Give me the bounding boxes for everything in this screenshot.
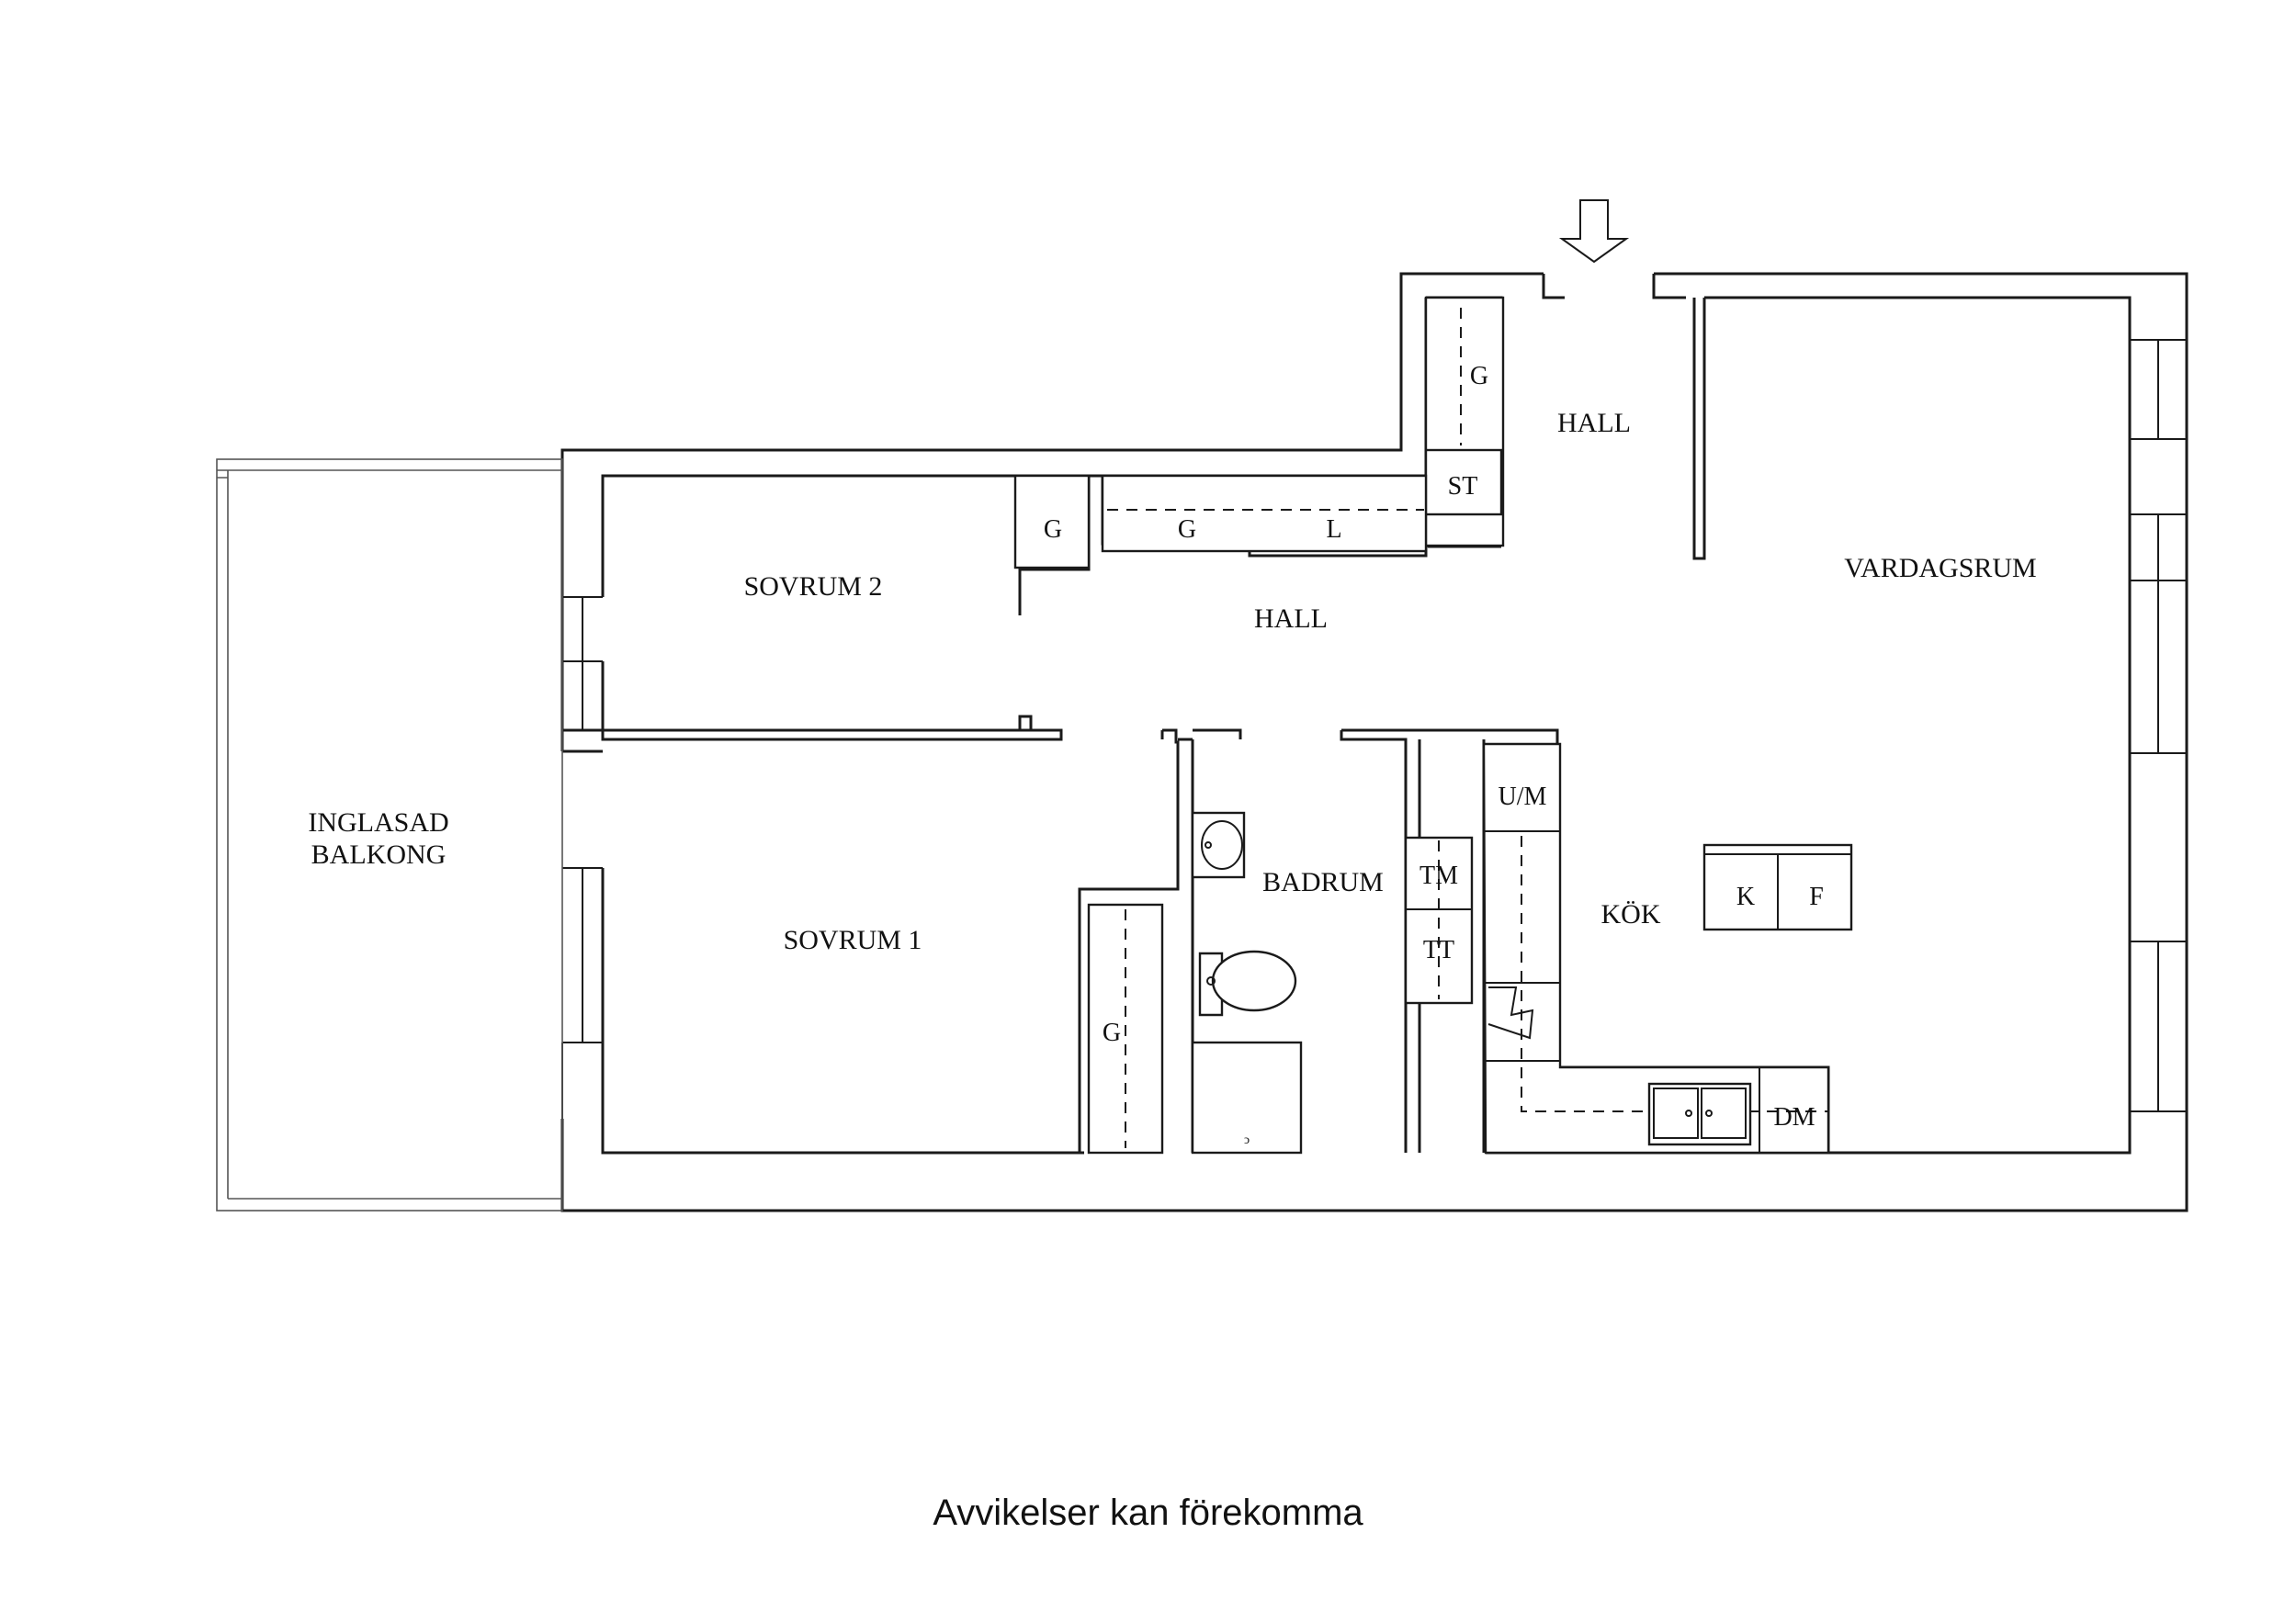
- outer-walls: [560, 272, 2189, 1212]
- entrance-arrow-icon: [1558, 199, 1630, 264]
- fixture-label-washer: TM: [1419, 862, 1458, 890]
- shower: [1191, 1041, 1303, 1155]
- room-label-kok: KÖK: [1601, 899, 1661, 930]
- room-labels: HALL HALL VARDAGSRUM SOVRUM 2 SOVRUM 1 I…: [308, 408, 2036, 955]
- room-label-balkong-line2: BALKONG: [311, 840, 447, 870]
- room-label-hall-entry: HALL: [1557, 408, 1631, 438]
- fixtures: ↄ: [1013, 296, 1853, 1155]
- fixture-label-storage: ST: [1448, 472, 1478, 501]
- stove-icon: [1487, 986, 1534, 1040]
- room-label-sovrum1: SOVRUM 1: [784, 925, 922, 955]
- fixture-label-bedroom2-wardrobe: G: [1044, 515, 1062, 544]
- room-label-sovrum2: SOVRUM 2: [744, 571, 883, 602]
- fixture-label-oven-micro: U/M: [1499, 783, 1547, 811]
- fixture-label-bedroom1-wardrobe: G: [1103, 1019, 1121, 1047]
- disclaimer-note: Avvikelser kan förekomma: [933, 1493, 1363, 1533]
- fixture-labels: G ST G G L G TM TT U/M K F DM: [1044, 362, 1824, 1132]
- interior-walls: [601, 298, 1830, 1153]
- room-label-badrum: BADRUM: [1262, 867, 1384, 897]
- fixture-label-dishwasher: DM: [1773, 1103, 1815, 1132]
- fixture-label-dryer: TT: [1423, 936, 1454, 964]
- room-label-hall-main: HALL: [1254, 603, 1328, 634]
- svg-text:ↄ: ↄ: [1244, 1133, 1250, 1147]
- storage-closet: [1424, 448, 1503, 516]
- bedroom2-wardrobe: [1013, 474, 1091, 569]
- fixture-label-freezer: F: [1809, 883, 1824, 911]
- fixture-label-hall-wardrobe: G: [1178, 515, 1196, 544]
- fixture-label-entry-wardrobe: G: [1470, 362, 1488, 390]
- kitchen-sink: [1647, 1082, 1752, 1146]
- room-label-vardagsrum: VARDAGSRUM: [1844, 553, 2037, 583]
- hall-wardrobe: [1101, 474, 1428, 553]
- fixture-label-fridge: K: [1736, 883, 1755, 911]
- glazed-balcony: [216, 458, 563, 1212]
- room-label-balkong-line1: INGLASAD: [308, 807, 448, 838]
- fixture-label-linen: L: [1326, 515, 1341, 544]
- bathroom-sink: [1191, 811, 1246, 879]
